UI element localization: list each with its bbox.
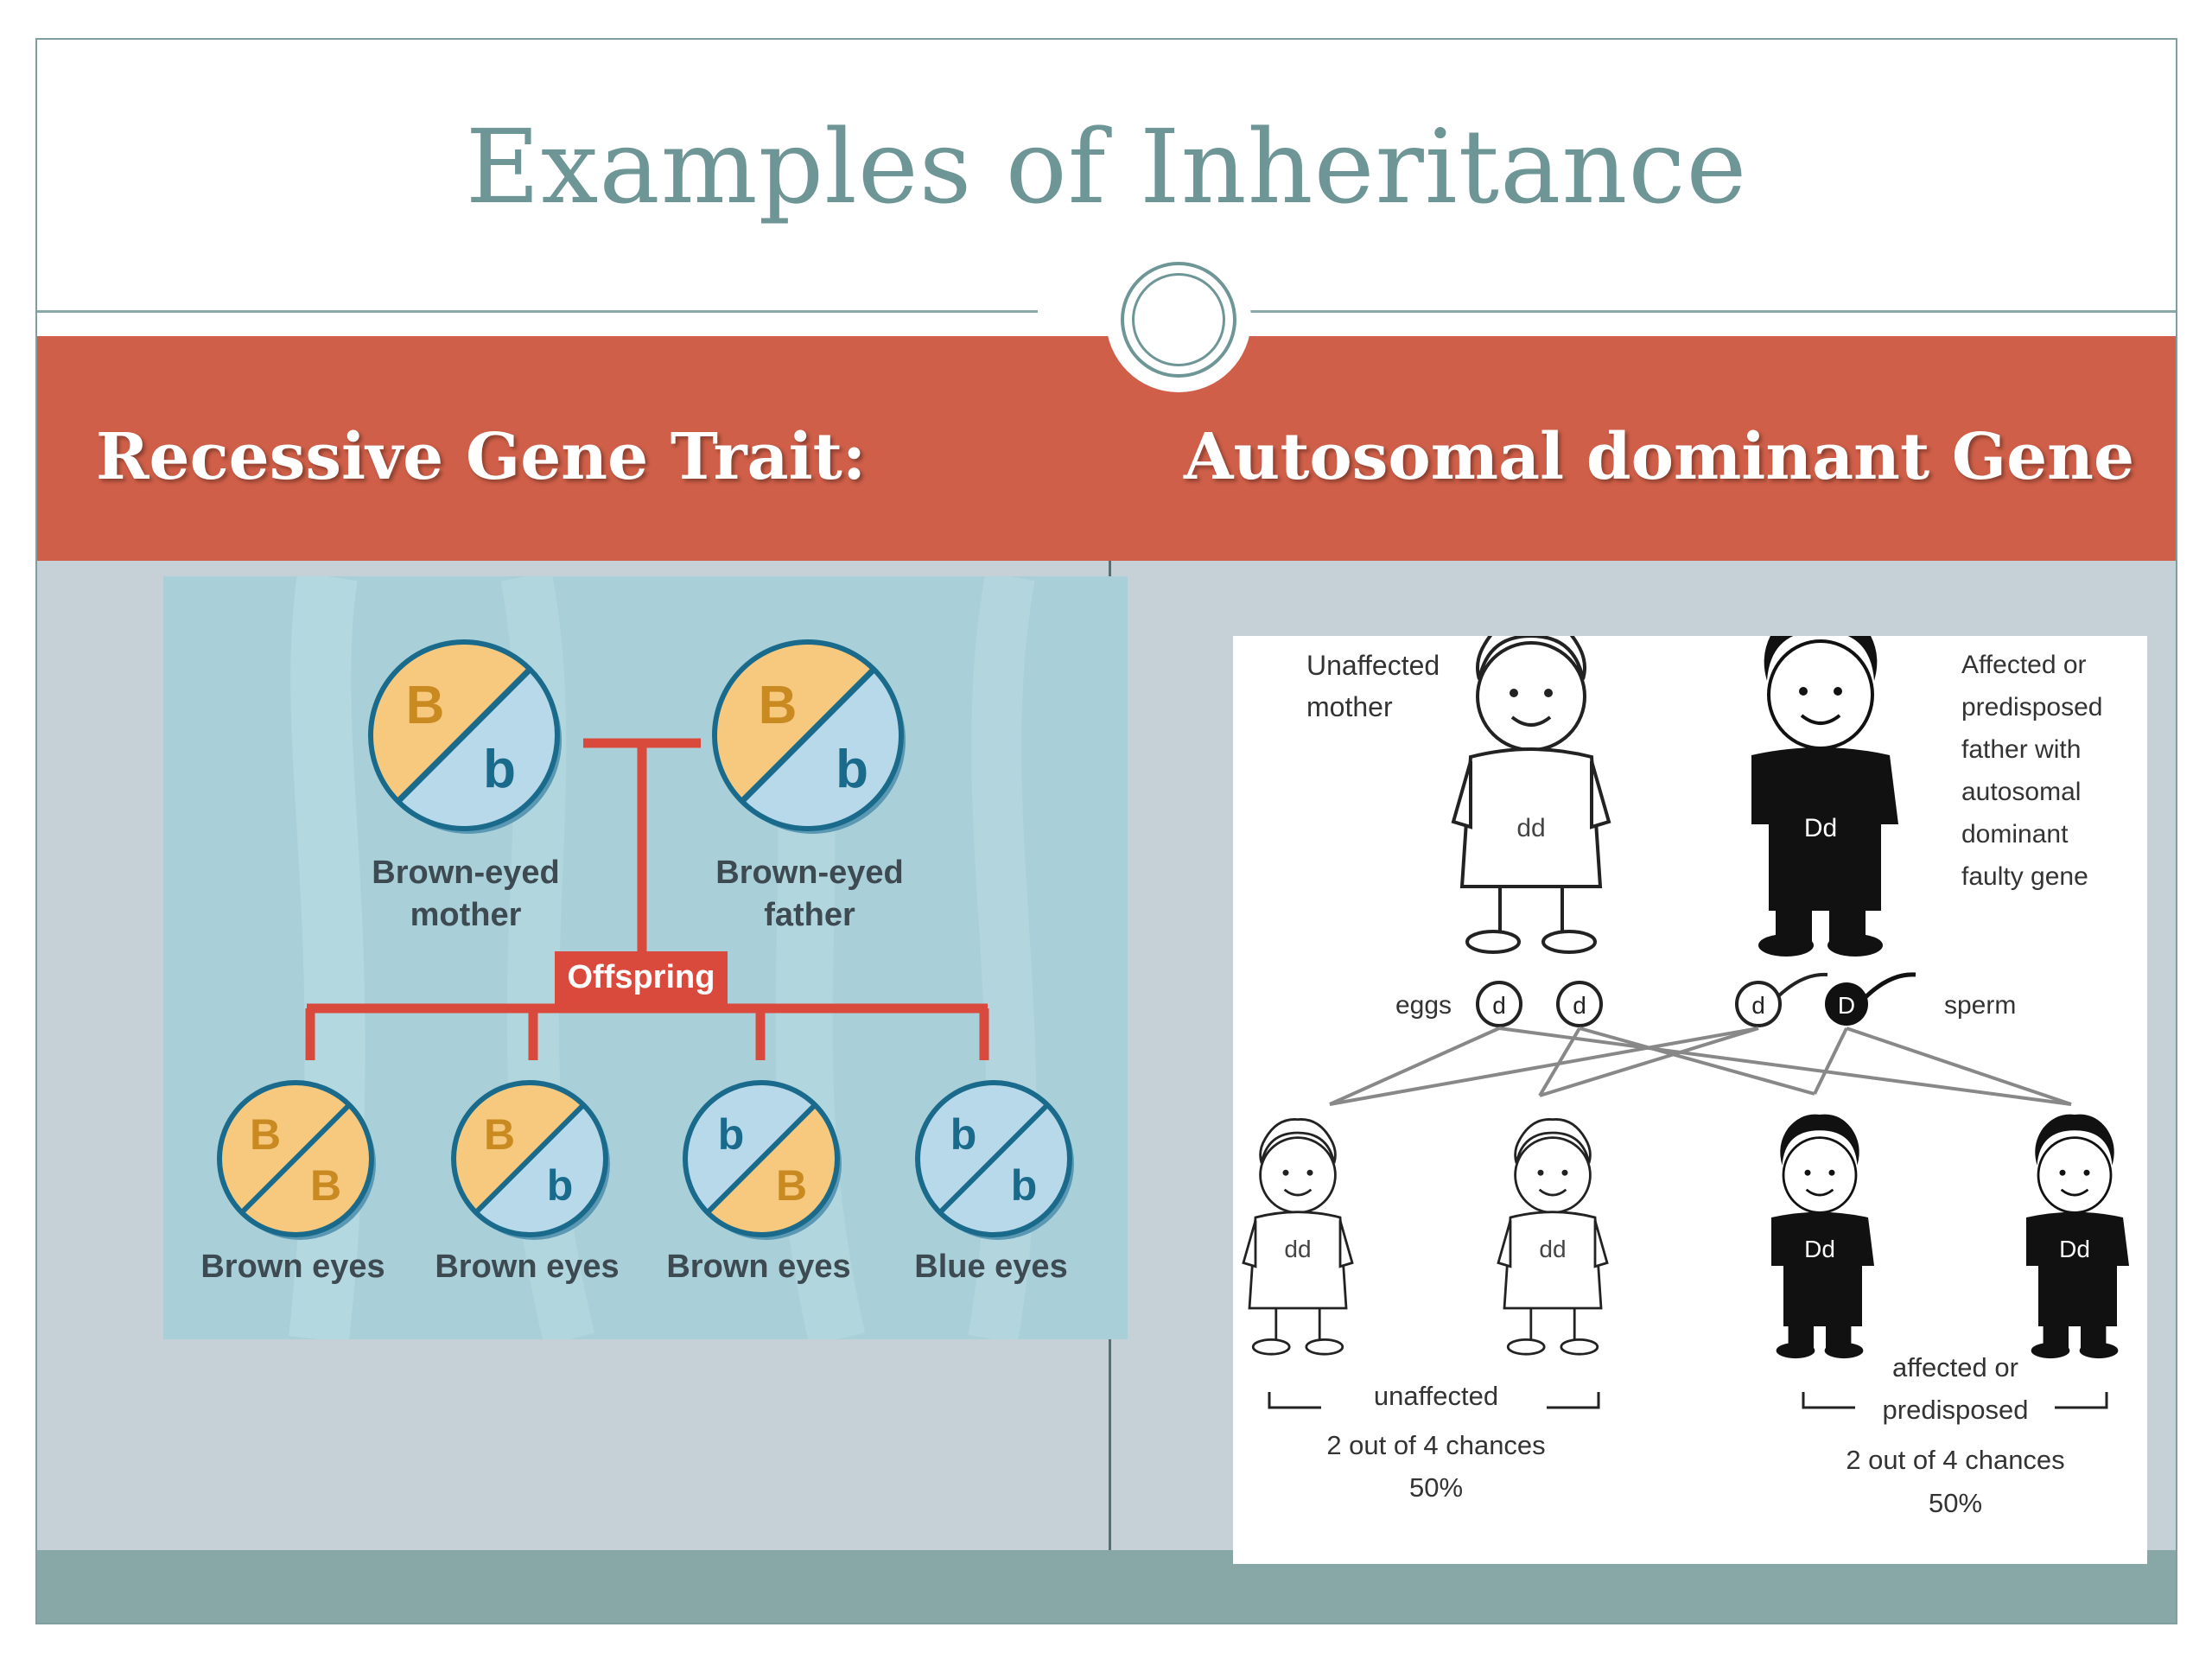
slide-title: Examples of Inheritance: [37, 107, 2176, 226]
father-figure: [1751, 636, 1898, 957]
egg-1-allele: d: [1492, 992, 1506, 1019]
father-label-line2: father: [764, 897, 855, 933]
ornament-circle: [1106, 247, 1251, 392]
offspring-2-genotype-circle: B b: [454, 1083, 610, 1240]
sperm-2-allele: D: [1838, 992, 1855, 1019]
offspring-1-genotype-circle: B B: [219, 1083, 376, 1240]
father-caption-line2: predisposed: [1961, 693, 2102, 721]
unaffected-chances: 2 out of 4 chances: [1326, 1430, 1545, 1460]
offspring-3-allele-top: b: [718, 1110, 745, 1159]
offspring-4-label: Blue eyes: [914, 1249, 1067, 1285]
recessive-diagram: Offspring B b Brown-eyed mother B: [163, 576, 1128, 1339]
offspring-2-label: Brown eyes: [435, 1249, 619, 1285]
right-heading: Autosomal dominant Gene: [1184, 420, 2134, 494]
eggs-label: eggs: [1395, 991, 1452, 1020]
dominant-diagram: Unaffected mother dd Dd Affected or pred…: [1233, 636, 2147, 1564]
mother-label-line2: mother: [410, 897, 522, 933]
mother-caption-line2: mother: [1306, 691, 1393, 722]
mother-genotype-circle: B b: [371, 642, 562, 834]
affected-chances: 2 out of 4 chances: [1846, 1445, 2064, 1475]
child-4-genotype: Dd: [2059, 1236, 2090, 1262]
offspring-2-allele-top: B: [484, 1110, 515, 1159]
sperm-1-allele: d: [1751, 992, 1765, 1019]
affected-label-line1: affected or: [1892, 1352, 2018, 1382]
offspring-1-label: Brown eyes: [200, 1249, 385, 1285]
unaffected-bracket-left: [1269, 1392, 1321, 1408]
title-rule-right: [1185, 310, 2177, 313]
offspring-4-allele-bottom: b: [1011, 1161, 1038, 1210]
title-rule-left: [37, 310, 1038, 313]
offspring-3-label: Brown eyes: [666, 1249, 850, 1285]
affected-bracket-right: [2055, 1392, 2107, 1408]
mother-label-line1: Brown-eyed: [372, 855, 559, 891]
father-caption-line3: father with: [1961, 735, 2081, 764]
mother-genotype: dd: [1516, 814, 1545, 842]
father-caption-line1: Affected or: [1961, 651, 2087, 679]
unaffected-label: unaffected: [1374, 1381, 1498, 1411]
offspring-4-allele-top: b: [950, 1110, 977, 1159]
offspring-3-allele-bottom: B: [776, 1161, 807, 1210]
father-genotype-circle: B b: [715, 642, 906, 834]
affected-percent: 50%: [1929, 1488, 1982, 1518]
father-caption-line5: dominant: [1961, 820, 2069, 849]
mother-figure: [1453, 636, 1609, 952]
offspring-3-genotype-circle: b B: [685, 1083, 842, 1240]
dominant-diagram-svg: Unaffected mother dd Dd Affected or pred…: [1233, 636, 2147, 1564]
mother-caption-line1: Unaffected: [1306, 650, 1440, 681]
gamete-cross-lines: [1330, 1028, 2071, 1104]
child-3-genotype: Dd: [1804, 1236, 1835, 1262]
father-label-line1: Brown-eyed: [715, 855, 903, 891]
father-allele-top: B: [759, 676, 798, 735]
affected-bracket-left: [1803, 1392, 1855, 1408]
recessive-diagram-svg: Offspring B b Brown-eyed mother B: [163, 576, 1128, 1339]
sperm-1: [1737, 975, 1827, 1026]
left-heading: Recessive Gene Trait:: [96, 420, 866, 494]
father-genotype: Dd: [1804, 814, 1837, 842]
sperm-label: sperm: [1944, 991, 2016, 1020]
father-caption-line4: autosomal: [1961, 778, 2081, 806]
unaffected-bracket-right: [1547, 1392, 1599, 1408]
offspring-2-allele-bottom: b: [547, 1161, 574, 1210]
affected-label-line2: predisposed: [1883, 1395, 2029, 1425]
slide: Examples of Inheritance Recessive Gene T…: [35, 38, 2177, 1624]
offspring-1-allele-bottom: B: [310, 1161, 341, 1210]
unaffected-percent: 50%: [1409, 1472, 1463, 1503]
child-1-genotype: dd: [1284, 1236, 1311, 1262]
father-allele-bottom: b: [836, 740, 868, 799]
offspring-1-allele-top: B: [250, 1110, 281, 1159]
child-2-genotype: dd: [1539, 1236, 1566, 1262]
offspring-label: Offspring: [568, 959, 715, 995]
egg-2-allele: d: [1573, 992, 1586, 1019]
mother-allele-bottom: b: [483, 740, 516, 799]
mother-allele-top: B: [406, 676, 445, 735]
offspring-4-genotype-circle: b b: [918, 1083, 1074, 1240]
father-caption-line6: faulty gene: [1961, 862, 2088, 891]
ornament-ring-inner: [1132, 273, 1225, 366]
